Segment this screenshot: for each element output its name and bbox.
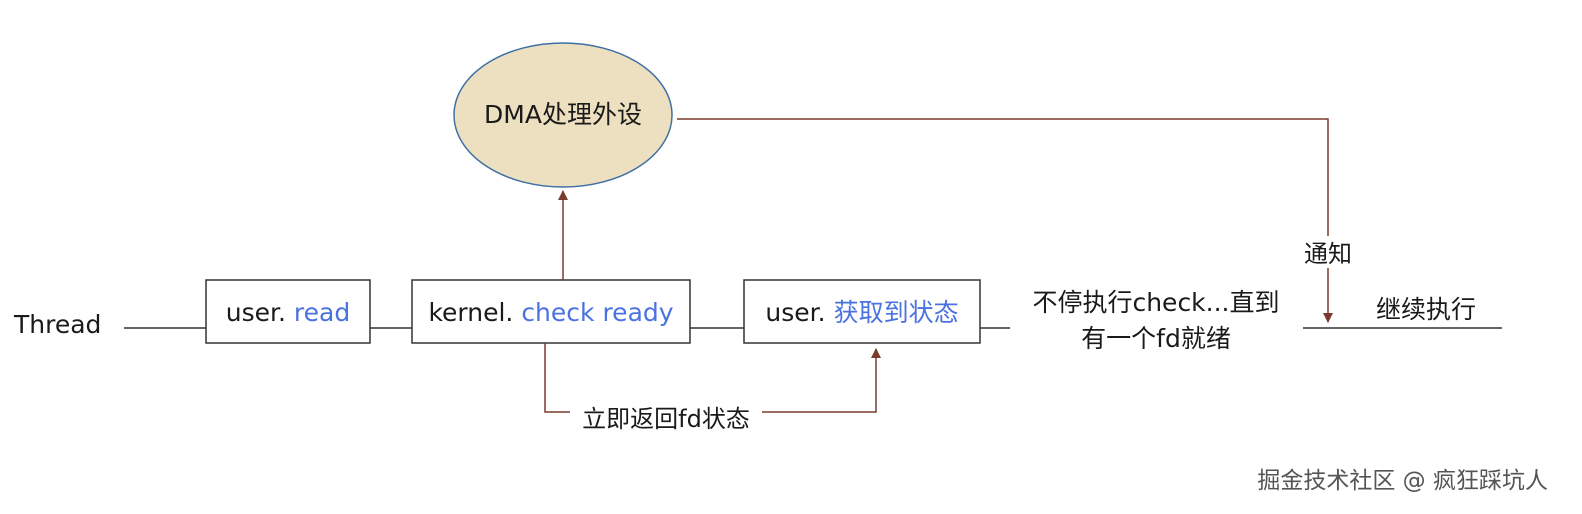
notify-label: 通知 bbox=[1304, 240, 1352, 268]
svg-text:user. read: user. read bbox=[226, 298, 350, 327]
loop-text-line1: 不停执行check...直到 bbox=[1032, 288, 1279, 317]
user-read-prefix: user. bbox=[226, 298, 294, 327]
loop-text-line2: 有一个fd就绪 bbox=[1081, 324, 1231, 353]
svg-text:user. 获取到状态: user. 获取到状态 bbox=[765, 298, 958, 327]
svg-text:kernel. check ready: kernel. check ready bbox=[428, 298, 673, 327]
thread-label: Thread bbox=[13, 310, 101, 339]
kernel-check-action: check ready bbox=[521, 298, 673, 327]
user-status-prefix: user. bbox=[765, 298, 833, 327]
dma-node: DMA处理外设 bbox=[453, 42, 673, 188]
user-status-box: user. 获取到状态 bbox=[743, 279, 981, 344]
kernel-check-prefix: kernel. bbox=[428, 298, 521, 327]
watermark: 掘金技术社区 @ 疯狂踩坑人 bbox=[1257, 468, 1548, 494]
dma-label: DMA处理外设 bbox=[484, 100, 642, 129]
user-read-box: user. read bbox=[205, 279, 371, 344]
user-read-action: read bbox=[294, 298, 350, 327]
continue-label: 继续执行 bbox=[1376, 295, 1476, 324]
kernel-check-box: kernel. check ready bbox=[411, 279, 691, 344]
return-status-label: 立即返回fd状态 bbox=[582, 405, 750, 433]
user-status-action: 获取到状态 bbox=[834, 298, 959, 327]
